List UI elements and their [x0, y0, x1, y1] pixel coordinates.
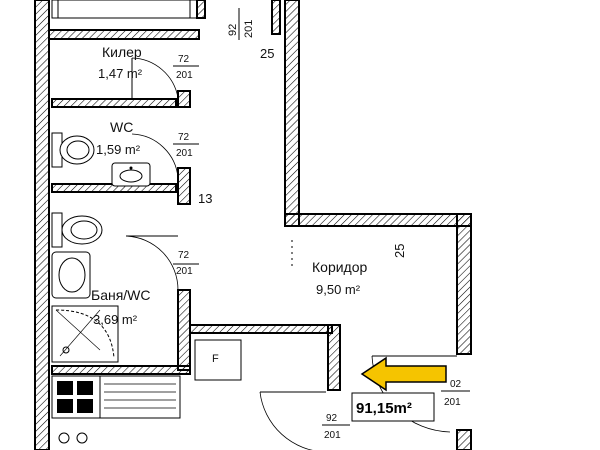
- bath-sink-icon: [51, 251, 91, 299]
- wc-wall-stub: [177, 167, 191, 205]
- bath-name: Баня/WC: [91, 287, 151, 303]
- walls: [34, 0, 472, 450]
- far-right-wall: [456, 213, 472, 355]
- far-right-wall-lower: [456, 429, 472, 450]
- entrance-arrow-icon: [360, 356, 447, 392]
- total-area-value: 91,15m²: [356, 400, 412, 417]
- wc-sink-icon: [111, 162, 151, 187]
- right-door-height: 201: [444, 397, 461, 408]
- storage-wc-partition: [51, 98, 177, 108]
- right-door-width: 02: [450, 379, 462, 390]
- storage-top-wall: [48, 29, 200, 40]
- entrance-door-width: 92: [326, 413, 338, 424]
- corridor-name: Коридор: [312, 259, 368, 275]
- wall-13: 13: [198, 191, 212, 206]
- kitchen-top-wall: [51, 365, 191, 375]
- wall-25-side: 25: [392, 244, 407, 258]
- storage-name: Килер: [102, 44, 142, 60]
- storage-wall-stub: [177, 90, 191, 108]
- top-door-height: 201: [243, 20, 255, 38]
- kitchen-counter: [51, 375, 181, 444]
- corridor-right-wall: [284, 0, 300, 227]
- wc-door-width: 72: [178, 132, 190, 143]
- bath-door-width: 72: [178, 250, 190, 261]
- total-area-box: [351, 392, 435, 422]
- corridor-area: 9,50 m²: [316, 282, 361, 297]
- wc-name: WC: [110, 119, 133, 135]
- bath-door-swing: [125, 235, 179, 291]
- entrance-door-height: 201: [324, 430, 341, 441]
- storage-door-height: 201: [176, 70, 193, 81]
- left-outer-wall: [34, 0, 50, 450]
- fuse-box-label: F: [212, 353, 219, 365]
- wardrobe-frame: [51, 0, 198, 19]
- wc-area: 1,59 m²: [96, 142, 141, 157]
- bath-area: 3,69 m²: [93, 312, 138, 327]
- wc-door-swing: [131, 133, 179, 179]
- corridor-bottom-wall: [189, 324, 333, 334]
- shower-icon: [51, 305, 119, 363]
- bath-toilet-icon: [51, 212, 103, 248]
- bath-right-wall: [177, 289, 191, 371]
- fuse-box: [194, 339, 242, 381]
- entrance-door-swing: [259, 391, 313, 450]
- entrance-side-wall: [327, 324, 341, 391]
- bath-door-height: 201: [176, 266, 193, 277]
- top-door-post-2: [271, 0, 281, 35]
- storage-door-width: 72: [178, 54, 190, 65]
- wc-door-height: 201: [176, 148, 193, 159]
- storage-door-swing: [131, 57, 179, 99]
- top-door-post: [196, 0, 206, 19]
- toilet-icon: [51, 132, 95, 168]
- wall-25-top: 25: [260, 46, 274, 61]
- corridor-step-wall: [284, 213, 472, 227]
- storage-area: 1,47 m²: [98, 66, 143, 81]
- top-door-width: 92: [227, 24, 239, 36]
